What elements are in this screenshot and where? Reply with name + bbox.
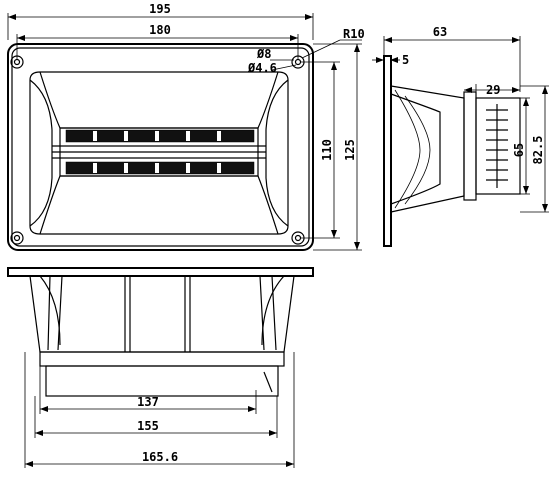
- slot-gap-t5: [217, 131, 221, 141]
- dim-label-195: 195: [149, 2, 171, 16]
- throat-slots: [65, 129, 255, 175]
- mount-hole-tl-inner: [13, 58, 21, 66]
- slot-gap-t2: [124, 131, 128, 141]
- heat-sink-fins: [486, 104, 508, 188]
- flange-inner-edge: [11, 47, 310, 247]
- dim-label-137: 137: [137, 395, 159, 409]
- dim-label-110: 110: [320, 139, 334, 161]
- slot-gap-b5: [217, 163, 221, 173]
- side-horn-inner: [390, 93, 441, 205]
- driver-plate: [463, 91, 477, 201]
- horn-top-flare: [39, 71, 279, 129]
- slot-gap-b2: [124, 163, 128, 173]
- dim-label-5: 5: [402, 53, 409, 67]
- slot-row-bottom: [65, 161, 255, 175]
- mounting-holes: [10, 55, 305, 245]
- dim-label-63: 63: [433, 25, 447, 39]
- bottom-flange: [7, 267, 314, 277]
- bottom-driver-plate: [39, 351, 285, 367]
- dim-label-65: 65: [512, 143, 526, 157]
- driver-body: [475, 97, 521, 195]
- horn-mouth: [29, 71, 289, 235]
- mount-hole-bl: [10, 231, 24, 245]
- bottom-horn-left-curve: [39, 275, 61, 346]
- side-horn-curve-2: [404, 95, 431, 205]
- slot-gap-t3: [155, 131, 159, 141]
- dim-label-hole-inner: Ø4.6: [247, 61, 277, 75]
- throat-divider: [52, 145, 266, 159]
- slot-gap-b3: [155, 163, 159, 173]
- slot-gap-b4: [186, 163, 190, 173]
- side-view: 63 5 29: [372, 25, 549, 247]
- dim-label-29: 29: [486, 83, 500, 97]
- front-view: 195 180: [7, 2, 365, 251]
- horn-bottom-flare: [39, 175, 279, 235]
- mount-hole-tl: [10, 55, 24, 69]
- outer-flange: [7, 43, 314, 251]
- bottom-terminal: [263, 371, 273, 393]
- side-horn-body: [390, 85, 465, 213]
- horn-right-flare: [265, 79, 289, 227]
- bottom-left-web: [47, 275, 63, 351]
- dim-label-125: 125: [343, 139, 357, 161]
- dim-label-155: 155: [137, 419, 159, 433]
- bottom-view: 137 155 165.6: [7, 267, 314, 468]
- dim-label-r10: R10: [343, 27, 365, 41]
- side-horn-curve-1: [394, 89, 421, 209]
- dim-label-hole-outer: Ø8: [256, 47, 271, 61]
- slot-gap-b1: [93, 163, 97, 173]
- dim-label-180: 180: [149, 23, 171, 37]
- bottom-horn-right-curve: [261, 275, 285, 346]
- dim-label-165-6: 165.6: [142, 450, 178, 464]
- dim-label-82-5: 82.5: [531, 136, 545, 165]
- mount-hole-tr-inner: [294, 58, 302, 66]
- slot-row-top: [65, 129, 255, 143]
- side-flange-plate: [383, 55, 392, 247]
- leader-hole-inner: [271, 64, 297, 71]
- mount-hole-br-inner: [294, 234, 302, 242]
- slot-gap-t4: [186, 131, 190, 141]
- mount-hole-bl-inner: [13, 234, 21, 242]
- leader-r10: [301, 39, 341, 59]
- bottom-horn-outline: [29, 275, 295, 353]
- horn-left-flare: [29, 79, 53, 227]
- bottom-driver-body: [45, 365, 279, 397]
- slot-gap-t1: [93, 131, 97, 141]
- bottom-right-web: [259, 275, 277, 351]
